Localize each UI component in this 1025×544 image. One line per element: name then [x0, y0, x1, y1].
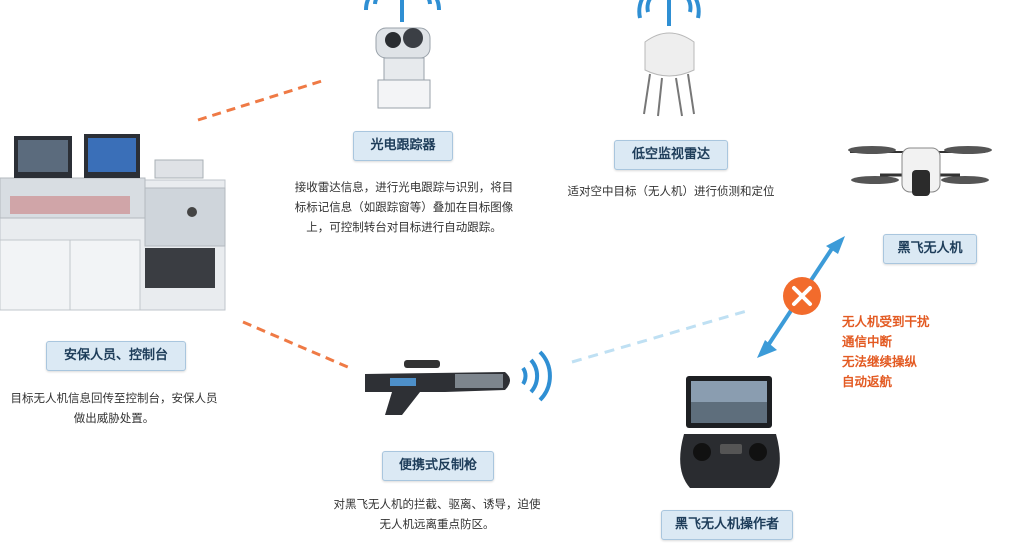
label-console: 安保人员、控制台 — [46, 341, 186, 371]
counter-gun-illustration — [365, 360, 510, 415]
label-operator: 黑飞无人机操作者 — [661, 510, 793, 540]
effect-item: 自动返航 — [842, 374, 893, 389]
tracker-signal-icon — [363, 0, 442, 22]
control-console-illustration — [0, 134, 226, 311]
gun-signal-icon — [521, 350, 552, 402]
label-drone: 黑飞无人机 — [883, 234, 977, 264]
interrupt-x-icon — [783, 277, 821, 315]
desc-console-line: 做出威胁处置。 — [73, 411, 155, 425]
radar-signal-icon — [637, 0, 701, 26]
interference-effects: 无人机受到干扰 通信中断 无法继续操纵 自动返航 — [842, 312, 982, 392]
desc-counter-gun: 对黑飞无人机的拦截、驱离、诱导，迫使 无人机远离重点防区。 — [322, 494, 552, 534]
desc-eo-tracker: 接收雷达信息，进行光电跟踪与识别，将目 标标记信息（如跟踪窗等）叠加在目标图像 … — [282, 177, 526, 237]
desc-tracker-line: 标标记信息（如跟踪窗等）叠加在目标图像 — [294, 200, 514, 214]
dash-console-gun — [242, 320, 351, 370]
desc-tracker-line: 上，可控制转台对目标进行自动跟踪。 — [306, 220, 502, 234]
drone-illustration — [848, 146, 992, 196]
desc-console: 目标无人机信息回传至控制台，安保人员 做出威胁处置。 — [0, 388, 228, 428]
desc-gun-line: 对黑飞无人机的拦截、驱离、诱导，迫使 — [333, 497, 541, 511]
effect-item: 通信中断 — [842, 334, 893, 349]
radar-illustration — [643, 32, 695, 117]
dash-console-tracker — [197, 78, 326, 122]
label-eo-tracker: 光电跟踪器 — [353, 131, 453, 161]
label-counter-gun: 便携式反制枪 — [382, 451, 494, 481]
remote-controller-illustration — [680, 376, 780, 488]
effect-item: 无法继续操纵 — [842, 354, 918, 369]
desc-radar-line: 适对空中目标（无人机）进行侦测和定位 — [567, 184, 775, 198]
dash-gun-operator — [571, 308, 751, 364]
desc-tracker-line: 接收雷达信息，进行光电跟踪与识别，将目 — [294, 180, 514, 194]
effect-item: 无人机受到干扰 — [842, 314, 930, 329]
desc-console-line: 目标无人机信息回传至控制台，安保人员 — [10, 391, 218, 405]
eo-tracker-illustration — [375, 27, 431, 109]
label-radar: 低空监视雷达 — [614, 140, 728, 170]
desc-gun-line: 无人机远离重点防区。 — [379, 517, 495, 531]
desc-radar: 适对空中目标（无人机）进行侦测和定位 — [553, 181, 789, 201]
